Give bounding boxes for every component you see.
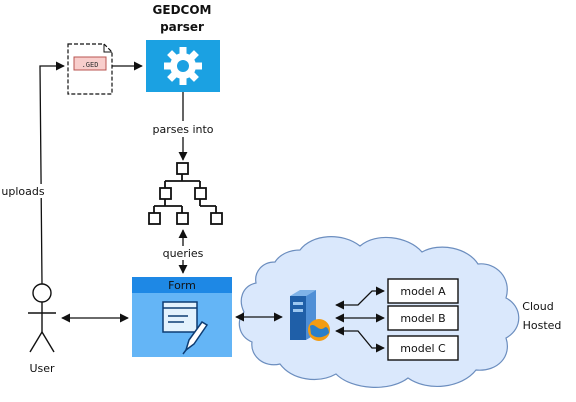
stick-figure-icon	[28, 283, 56, 353]
cloud-label-line1: Cloud	[522, 300, 553, 313]
parser-title-line1: GEDCOM	[153, 3, 212, 17]
user-label: User	[29, 362, 55, 375]
model-box: model C	[387, 335, 459, 361]
uploads-arrow	[39, 61, 65, 285]
cloud-shape	[238, 236, 520, 388]
model-label: model B	[400, 312, 445, 325]
edge-label-queries: queries	[163, 247, 204, 260]
file-icon: .GED	[67, 43, 113, 95]
model-label: model C	[400, 342, 446, 355]
web-server-icon	[290, 290, 330, 341]
server-model-connectors	[335, 286, 385, 353]
form-edit-icon	[162, 301, 209, 355]
file-extension: .GED	[82, 61, 99, 69]
model-box: model B	[387, 305, 459, 331]
gear-icon	[164, 47, 202, 85]
model-box: model A	[387, 278, 459, 304]
cloud-label-line2: Hosted	[523, 319, 562, 332]
parser-title-line2: parser	[160, 20, 204, 34]
edge-label-parses-into: parses into	[152, 123, 213, 136]
form-title: Form	[168, 279, 196, 292]
tree-hierarchy-icon	[148, 162, 223, 225]
model-label: model A	[400, 285, 446, 298]
edge-label-uploads: uploads	[1, 185, 44, 198]
